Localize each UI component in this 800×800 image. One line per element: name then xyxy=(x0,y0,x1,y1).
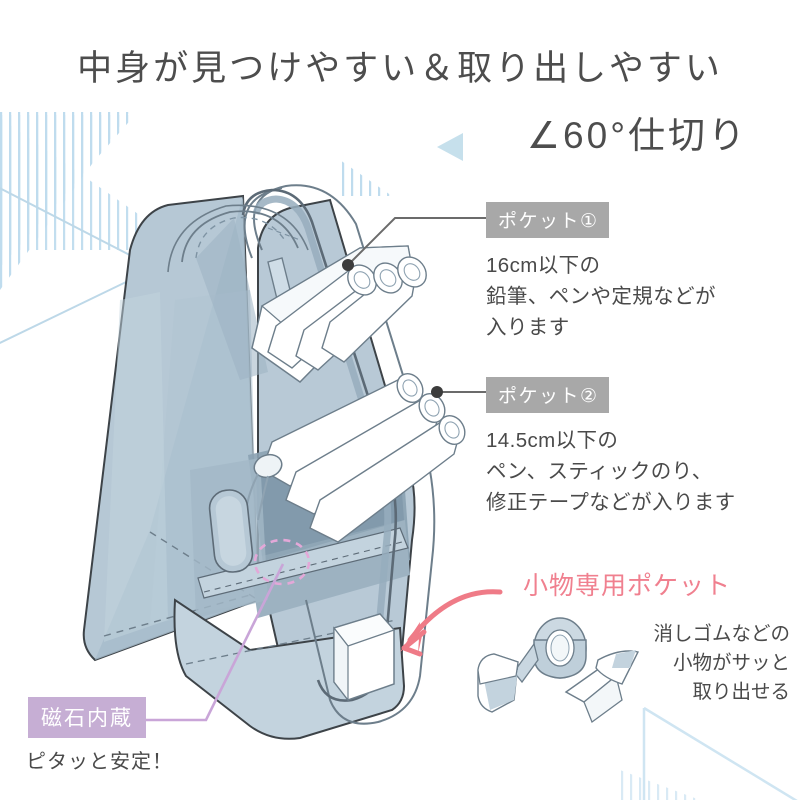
pocket2-leader-dot xyxy=(431,386,443,398)
callout-pocket-2: ポケット② 14.5cm以下の ペン、スティックのり、 修正テープなどが入ります xyxy=(486,377,736,518)
magnet-leader-line xyxy=(134,563,285,722)
callout-pocket-2-description: 14.5cm以下の ペン、スティックのり、 修正テープなどが入ります xyxy=(486,429,736,515)
pocket1-leader-line xyxy=(342,217,486,271)
magnet-highlight-circle xyxy=(253,538,311,586)
striped-triangle-icon xyxy=(620,770,700,800)
curved-arrow-icon xyxy=(400,589,503,657)
case-zipper-loop xyxy=(241,184,436,725)
callout-small-goods-description: 消しゴムなどの 小物がサッと 取り出せる xyxy=(653,623,790,703)
page-title-line2: ∠60°仕切り xyxy=(526,115,748,156)
pocket2-leader-line xyxy=(431,386,486,398)
masking-tape-roll-icon xyxy=(513,617,587,684)
status-badge-magnet: 磁石内蔵 xyxy=(28,697,146,738)
eraser-icon xyxy=(477,653,519,713)
zipper-pull xyxy=(208,453,283,573)
outline-triangle-icon xyxy=(0,187,158,345)
page-title-line1: 中身が見つけやすい＆取り出しやすい xyxy=(77,49,723,88)
status-badge-pocket-2: ポケット② xyxy=(486,377,609,413)
case-front-rim xyxy=(173,598,406,740)
case-back-panel xyxy=(82,194,260,662)
striped-triangle-icon xyxy=(340,160,392,196)
striped-triangle-icon xyxy=(0,118,190,250)
callout-magnet-caption: ピタッと安定！ xyxy=(26,751,173,773)
outline-triangle-icon xyxy=(642,706,798,800)
case-divider-shelf xyxy=(197,527,409,599)
callout-pocket-1-description: 16cm以下の 鉛筆、ペンや定規などが 入ります xyxy=(486,254,716,340)
callout-small-goods-label: 小物専用ポケット xyxy=(523,572,732,600)
case-front-body xyxy=(257,198,416,718)
pencils-pocket-1 xyxy=(251,245,427,383)
callout-pocket-1: ポケット① 16cm以下の 鉛筆、ペンや定規などが 入ります xyxy=(486,202,716,343)
case-lid-stitching xyxy=(167,204,309,380)
status-badge-pocket-1: ポケット① xyxy=(486,202,609,238)
left-triangle-icon xyxy=(437,133,463,161)
pencils-pocket-2 xyxy=(261,372,466,543)
pocket1-leader-dot xyxy=(342,259,354,271)
striped-triangle-icon xyxy=(0,112,135,290)
case-inner-cavity xyxy=(190,420,410,618)
eraser-in-pocket xyxy=(332,613,396,702)
